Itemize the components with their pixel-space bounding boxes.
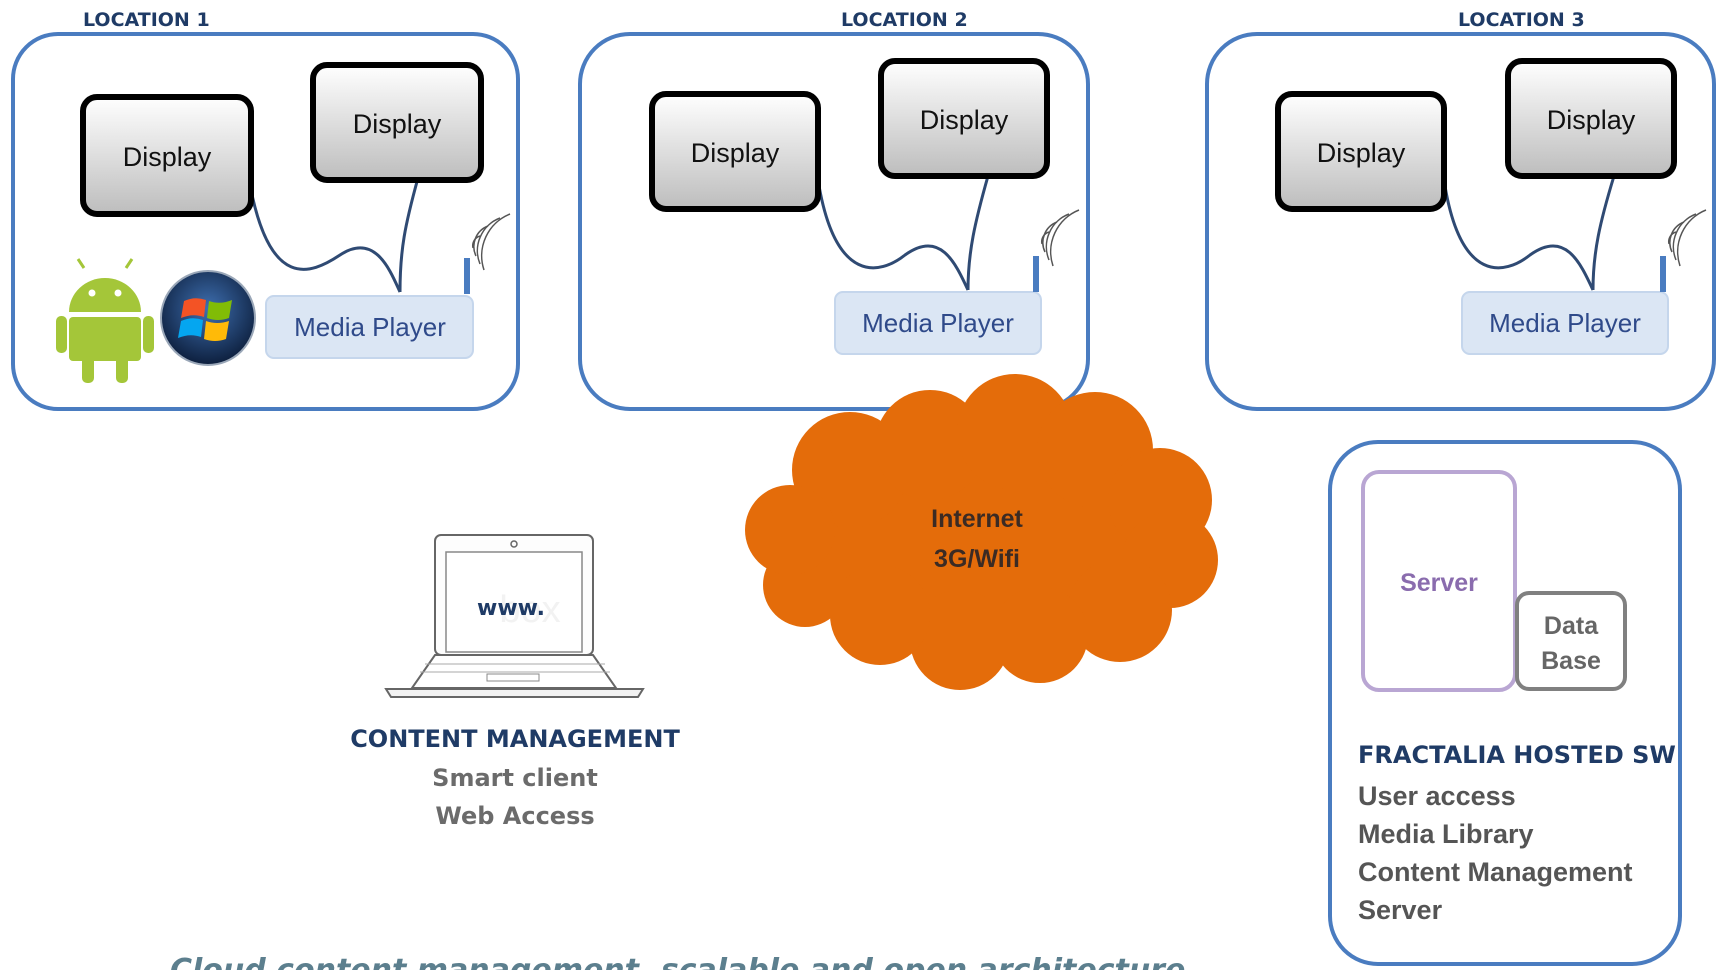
svg-text:Media Player: Media Player (294, 312, 446, 342)
location-3-media-player[interactable]: Media Player (1461, 291, 1669, 355)
wifi-icon (1660, 209, 1707, 292)
content-management-web-access: Web Access (435, 802, 594, 830)
location-2-media-player[interactable]: Media Player (834, 291, 1042, 355)
svg-text:Media Player: Media Player (1489, 308, 1641, 338)
location-2: LOCATION 2 Display Display Media Player (578, 9, 1090, 411)
content-management-labels: CONTENT MANAGEMENT Smart client Web Acce… (350, 725, 680, 830)
location-2-frame (578, 32, 1090, 411)
windows-icon (160, 270, 256, 366)
location-1-cable-b (398, 177, 420, 293)
location-3-cable-a (1442, 179, 1595, 291)
diagram-caption: Cloud content management, scalable and o… (170, 953, 1185, 970)
cloud-label-internet: Internet (931, 505, 1023, 533)
database-box[interactable]: Data Base (1515, 591, 1627, 691)
laptop-screen-text: www. (477, 596, 545, 621)
svg-text:Display: Display (920, 105, 1009, 135)
location-1-display-a[interactable]: Display (80, 94, 254, 217)
internet-cloud: Internet 3G/Wifi (745, 374, 1218, 690)
location-1: LOCATION 1 Display Display Media Player (11, 9, 520, 411)
location-1-display-b[interactable]: Display (310, 62, 484, 183)
cloud-label-network: 3G/Wifi (934, 545, 1020, 573)
database-label-line1: Data (1544, 612, 1599, 640)
laptop-icon: box www. (384, 534, 645, 698)
location-2-cable-a (816, 179, 970, 291)
hosted-sw-panel: Server Data Base FRACTALIA HOSTED SW Use… (1328, 440, 1682, 966)
location-1-frame (11, 32, 520, 411)
laptop-watermark: box (499, 589, 560, 631)
hosted-item-content-management: Content Management (1358, 857, 1633, 887)
database-label-line2: Base (1541, 647, 1601, 675)
content-management-smart-client: Smart client (432, 764, 598, 792)
hosted-item-server: Server (1358, 895, 1443, 925)
location-1-title: LOCATION 1 (83, 9, 210, 31)
hosted-title: FRACTALIA HOSTED SW (1358, 741, 1676, 769)
svg-text:Media Player: Media Player (862, 308, 1014, 338)
content-management-title: CONTENT MANAGEMENT (350, 725, 680, 753)
server-label: Server (1400, 569, 1478, 597)
hosted-frame (1328, 440, 1682, 966)
location-1-cable-a (248, 184, 402, 293)
hosted-item-user-access: User access (1358, 781, 1516, 811)
location-3: LOCATION 3 Display Display Media Player (1205, 9, 1716, 411)
location-2-cable-b (966, 175, 990, 291)
hosted-item-media-library: Media Library (1358, 819, 1534, 849)
svg-text:Display: Display (1547, 105, 1636, 135)
server-box[interactable]: Server (1361, 470, 1517, 692)
location-2-title: LOCATION 2 (841, 9, 968, 31)
location-2-display-a[interactable]: Display (649, 91, 821, 212)
location-3-frame (1205, 32, 1716, 411)
wifi-icon (1033, 209, 1080, 292)
location-3-title: LOCATION 3 (1458, 9, 1585, 31)
location-1-media-player[interactable]: Media Player (265, 295, 474, 359)
svg-text:Display: Display (353, 109, 442, 139)
svg-text:Display: Display (1317, 138, 1406, 168)
wifi-icon (464, 213, 511, 294)
svg-text:Display: Display (691, 138, 780, 168)
location-2-display-b[interactable]: Display (878, 58, 1050, 179)
location-3-display-a[interactable]: Display (1275, 91, 1447, 212)
location-3-display-b[interactable]: Display (1505, 58, 1677, 179)
location-3-cable-b (1591, 175, 1616, 291)
svg-text:Display: Display (123, 142, 212, 172)
android-icon (56, 258, 154, 383)
